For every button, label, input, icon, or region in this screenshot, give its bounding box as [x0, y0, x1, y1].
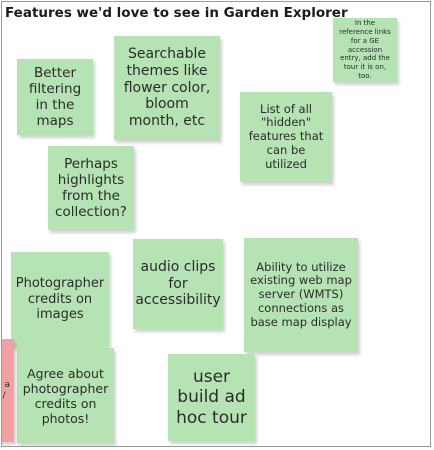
sticky-note-searchable-themes[interactable]: Searchable themes like flower color, blo…: [114, 36, 220, 140]
sticky-note-highlights[interactable]: Perhaps highlights from the collection?: [48, 146, 134, 230]
sticky-note-pink-partial[interactable]: r a /: [2, 339, 14, 442]
sticky-note-hidden-features[interactable]: List of all "hidden" features that can b…: [240, 92, 332, 182]
sticky-note-text: Photographer credits on images: [15, 276, 105, 323]
sticky-note-agree-photographer[interactable]: Agree about photographer credits on phot…: [17, 348, 114, 443]
sticky-note-text: List of all "hidden" features that can b…: [248, 101, 324, 171]
sticky-note-text: Better filtering in the maps: [28, 64, 82, 130]
sticky-note-text: user build ad hoc tour: [176, 366, 247, 428]
sticky-note-wmts[interactable]: Ability to utilize existing web map serv…: [244, 238, 358, 352]
sticky-note-text: In the reference links for a GE accessio…: [339, 19, 391, 80]
sticky-note-audio-clips[interactable]: audio clips for accessibility: [133, 239, 223, 329]
sticky-note-user-tour[interactable]: user build ad hoc tour: [168, 354, 255, 441]
sticky-note-text: Ability to utilize existing web map serv…: [250, 259, 352, 329]
sticky-note-text: audio clips for accessibility: [135, 258, 221, 309]
sticky-note-reference-links[interactable]: In the reference links for a GE accessio…: [333, 18, 397, 82]
sticky-note-better-filtering[interactable]: Better filtering in the maps: [17, 59, 93, 135]
sticky-note-text: Agree about photographer credits on phot…: [22, 365, 109, 426]
board-title: Features we'd love to see in Garden Expl…: [5, 5, 348, 21]
sticky-note-photographer-credits[interactable]: Photographer credits on images: [11, 252, 109, 347]
sticky-note-text: Searchable themes like flower color, blo…: [123, 46, 211, 130]
sticky-note-text: Perhaps highlights from the collection?: [55, 155, 127, 221]
sticky-note-text: r a /: [2, 379, 11, 401]
